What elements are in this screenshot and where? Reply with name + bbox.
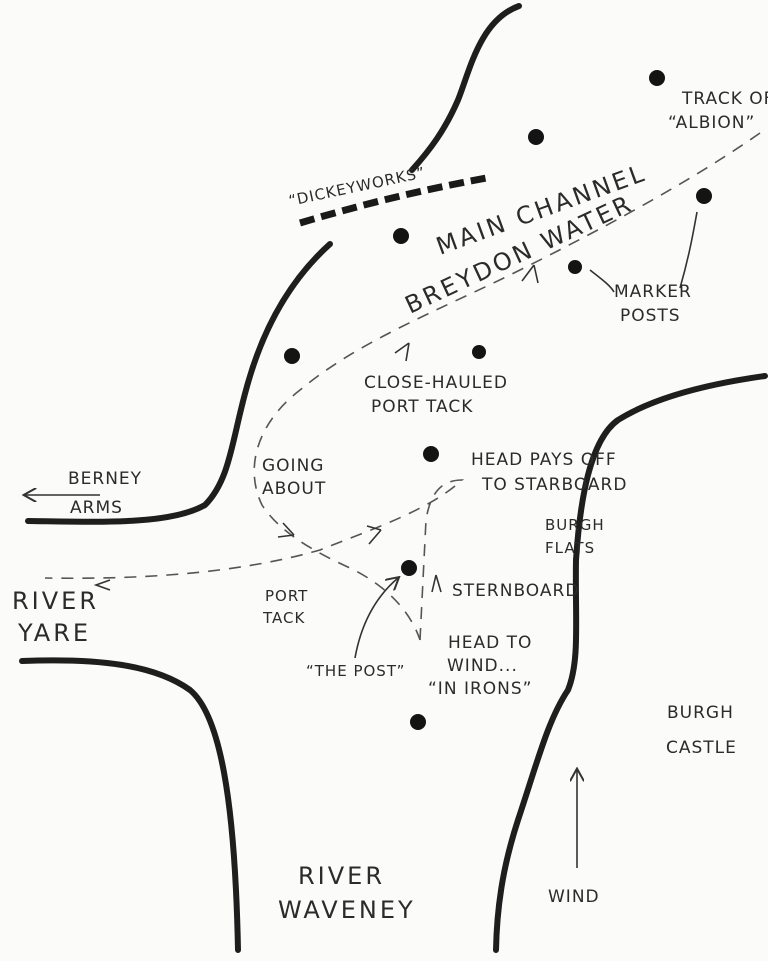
marker-post bbox=[284, 348, 300, 364]
track-arrow-6 bbox=[93, 579, 111, 591]
the-post-leader bbox=[354, 578, 398, 659]
marker-post bbox=[410, 714, 426, 730]
track-arrow-1 bbox=[521, 264, 539, 284]
dickeyworks-line bbox=[298, 173, 493, 227]
arms-label: ARMS bbox=[70, 498, 123, 518]
wind-label: WIND bbox=[548, 887, 600, 907]
burgh-flats-label-2: FLATS bbox=[545, 539, 595, 557]
head-pays-off-label: HEAD PAYS OFF bbox=[471, 450, 617, 470]
marker-post bbox=[393, 228, 409, 244]
marker-post bbox=[696, 188, 712, 204]
sternboard-label: STERNBOARD bbox=[452, 581, 579, 601]
port-tack-label-2: TACK bbox=[262, 609, 305, 627]
wind-dots-label: WIND... bbox=[447, 656, 518, 676]
south-bank-west bbox=[19, 657, 241, 953]
dickeyworks-label: “DICKEYWORKS” bbox=[287, 163, 427, 210]
track-arrow-4 bbox=[366, 525, 382, 545]
posts-label: POSTS bbox=[620, 306, 681, 326]
albion-track-outbound bbox=[44, 479, 465, 641]
to-starboard-label: TO STARBOARD bbox=[481, 475, 627, 495]
in-irons-label: “IN IRONS” bbox=[428, 679, 532, 699]
marker-post bbox=[568, 260, 582, 274]
north-bank-west bbox=[25, 241, 333, 525]
burgh-castle-label-1: BURGH bbox=[667, 703, 734, 723]
berney-label: BERNEY bbox=[68, 469, 142, 489]
about-label: ABOUT bbox=[262, 479, 326, 499]
river-waveney-label-1: RIVER bbox=[298, 862, 385, 890]
burgh-flats-label-1: BURGH bbox=[545, 516, 605, 534]
port-tack-label-1: PORT bbox=[265, 587, 308, 605]
track-arrow-5 bbox=[431, 574, 442, 593]
marker-leader-1 bbox=[589, 269, 615, 293]
marker-post bbox=[528, 129, 544, 145]
burgh-castle-label-2: CASTLE bbox=[666, 738, 737, 758]
river-yare-label-1: RIVER bbox=[12, 587, 99, 615]
the-post-marker bbox=[401, 560, 417, 576]
going-label: GOING bbox=[262, 456, 324, 476]
track-arrow-3 bbox=[277, 522, 295, 538]
the-post-label: “THE POST” bbox=[306, 662, 405, 680]
marker-post bbox=[423, 446, 439, 462]
track-of-label: TRACK OF bbox=[681, 89, 768, 109]
north-bank-upper bbox=[409, 3, 522, 173]
marker-label: MARKER bbox=[614, 282, 692, 302]
marker-leader-2 bbox=[679, 211, 698, 289]
close-hauled-label: CLOSE-HAULED bbox=[364, 373, 508, 393]
marker-post bbox=[649, 70, 665, 86]
albion-label: “ALBION” bbox=[668, 113, 755, 133]
river-waveney-label-2: WAVENEY bbox=[278, 896, 416, 924]
east-bank bbox=[493, 373, 768, 953]
head-to-label: HEAD TO bbox=[448, 633, 532, 653]
track-arrow-2 bbox=[394, 342, 410, 362]
albion-track-inbound bbox=[253, 132, 761, 641]
marker-post bbox=[472, 345, 486, 359]
port-tack-label: PORT TACK bbox=[371, 397, 473, 417]
river-yare-label-2: YARE bbox=[17, 619, 91, 647]
